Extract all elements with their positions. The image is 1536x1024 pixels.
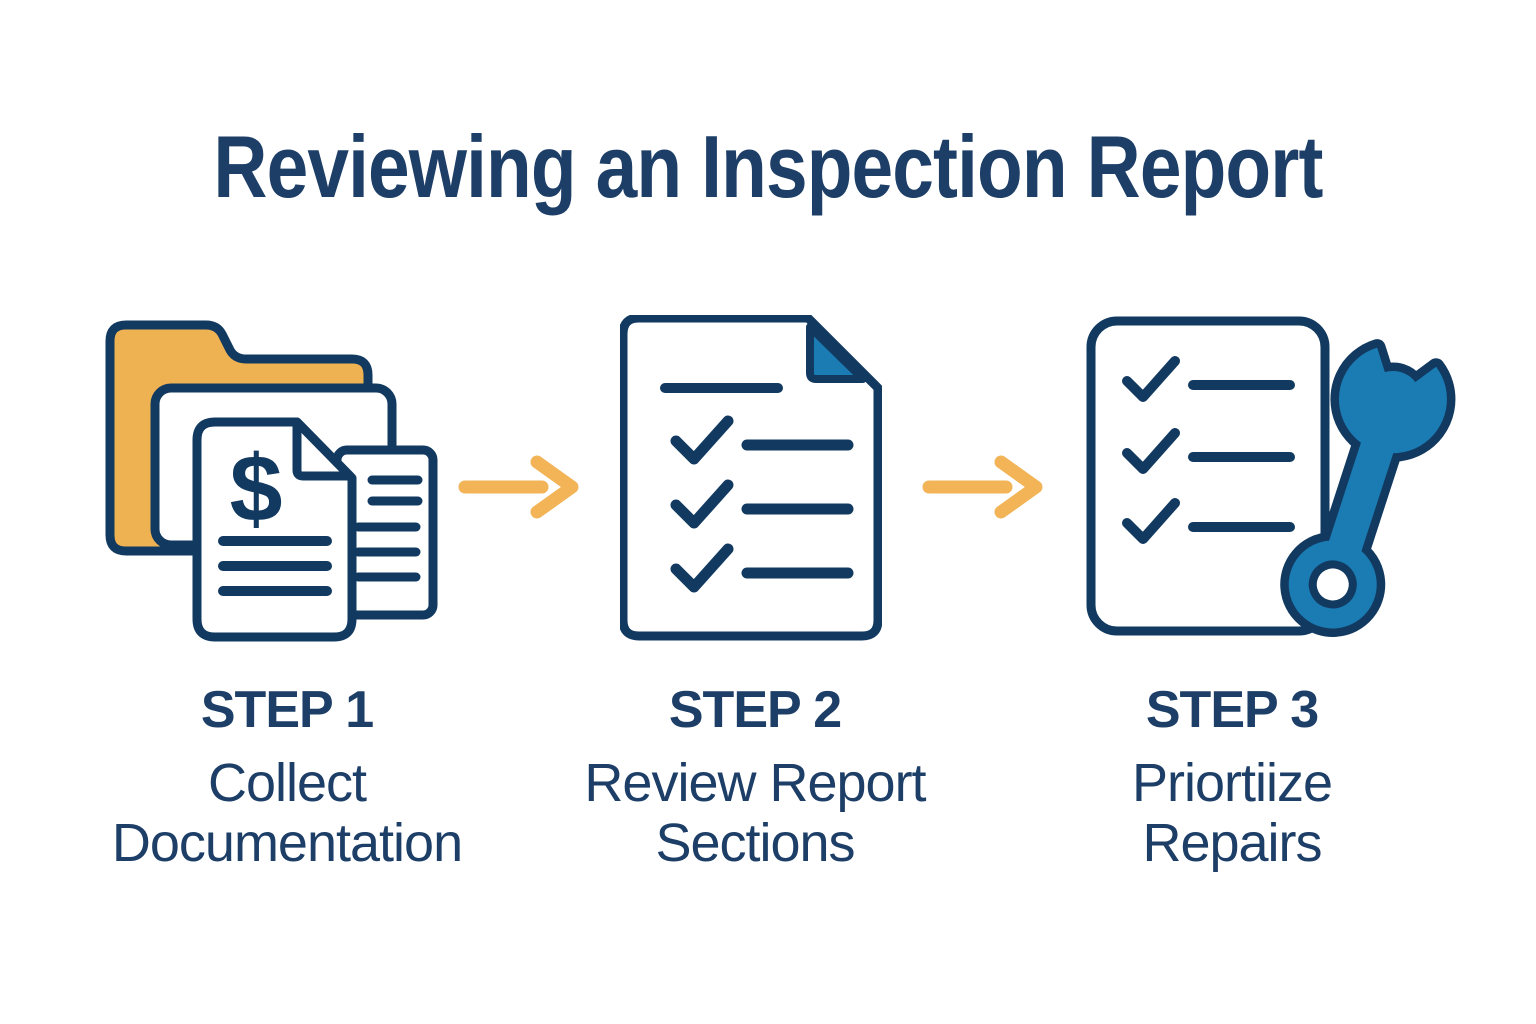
blue-fold-shape — [806, 323, 867, 383]
checkmark — [670, 543, 734, 593]
checkmark — [670, 479, 734, 529]
wrench-shape — [1280, 339, 1456, 637]
step-2-description: Review Report Sections — [584, 753, 926, 873]
checkmark — [1122, 356, 1180, 402]
page-title: Reviewing an Inspection Report — [213, 117, 1323, 216]
checkmark — [1122, 498, 1180, 544]
checkmark — [1122, 428, 1180, 474]
step-2-text: STEP 2 Review Report Sections — [495, 684, 1015, 874]
right-arrow-icon — [922, 455, 1043, 519]
step-2-label: STEP 2 — [668, 681, 842, 739]
folder-documents-icon: $ — [105, 320, 438, 642]
report-page-shape — [620, 315, 882, 641]
step-1-label: STEP 1 — [200, 681, 374, 739]
right-arrow-icon — [458, 455, 579, 519]
step-3-description: Priortiize Repairs — [1131, 753, 1333, 873]
checklist-wrench-icon — [1086, 316, 1456, 637]
checklist-document-icon — [620, 315, 882, 641]
wrench-ring-hole — [1308, 560, 1357, 609]
step-3-label: STEP 3 — [1145, 681, 1319, 739]
dollar-sign: $ — [230, 436, 283, 542]
page-fold-shape — [292, 417, 355, 481]
checklist-page-shape — [1086, 316, 1330, 636]
step-3-text: STEP 3 Priortiize Repairs — [972, 684, 1492, 874]
step-1-description: Collect Documentation — [111, 753, 463, 873]
step-1-text: STEP 1 Collect Documentation — [27, 684, 547, 874]
checkmark — [670, 415, 734, 465]
